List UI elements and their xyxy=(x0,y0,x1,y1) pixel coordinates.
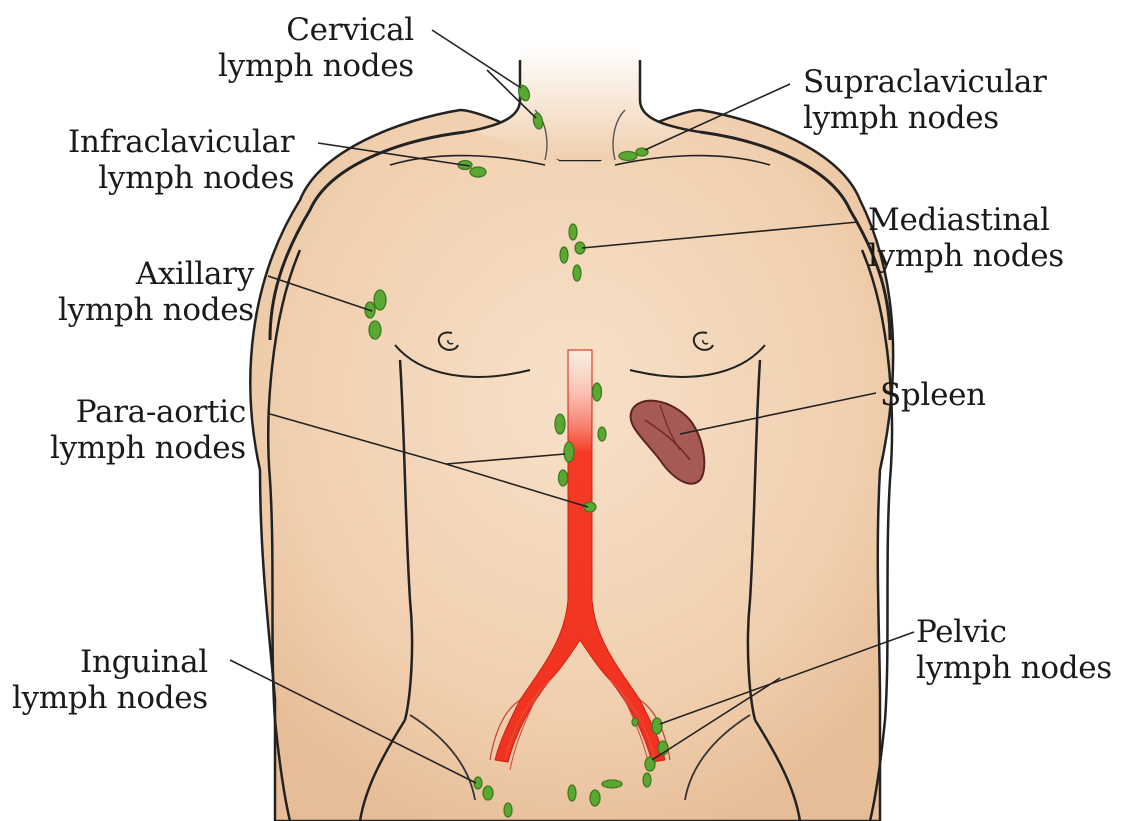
label-para-aortic-line2: lymph nodes xyxy=(50,430,246,466)
label-axillary-line1: Axillary xyxy=(58,256,254,292)
label-infraclavicular: Infraclavicular lymph nodes xyxy=(68,124,294,196)
label-para-aortic-line1: Para-aortic xyxy=(50,394,246,430)
label-cervical-line1: Cervical xyxy=(218,12,414,48)
label-pelvic-line1: Pelvic xyxy=(916,614,1112,650)
label-pelvic-line2: lymph nodes xyxy=(916,650,1112,686)
label-para-aortic: Para-aortic lymph nodes xyxy=(50,394,246,466)
label-mediastinal: Mediastinal lymph nodes xyxy=(868,202,1064,274)
label-cervical-line2: lymph nodes xyxy=(218,48,414,84)
label-infraclavicular-line1: Infraclavicular xyxy=(68,124,294,160)
label-mediastinal-line1: Mediastinal xyxy=(868,202,1064,238)
label-inguinal-line1: Inguinal xyxy=(12,644,208,680)
label-supraclavicular-line2: lymph nodes xyxy=(803,100,1047,136)
label-pelvic: Pelvic lymph nodes xyxy=(916,614,1112,686)
label-supraclavicular: Supraclavicular lymph nodes xyxy=(803,64,1047,136)
label-axillary-line2: lymph nodes xyxy=(58,292,254,328)
label-inguinal: Inguinal lymph nodes xyxy=(12,644,208,716)
label-spleen: Spleen xyxy=(880,377,986,413)
label-axillary: Axillary lymph nodes xyxy=(58,256,254,328)
label-spleen-line1: Spleen xyxy=(880,377,986,413)
label-infraclavicular-line2: lymph nodes xyxy=(68,160,294,196)
label-inguinal-line2: lymph nodes xyxy=(12,680,208,716)
label-supraclavicular-line1: Supraclavicular xyxy=(803,64,1047,100)
label-mediastinal-line2: lymph nodes xyxy=(868,238,1064,274)
label-cervical: Cervical lymph nodes xyxy=(218,12,414,84)
